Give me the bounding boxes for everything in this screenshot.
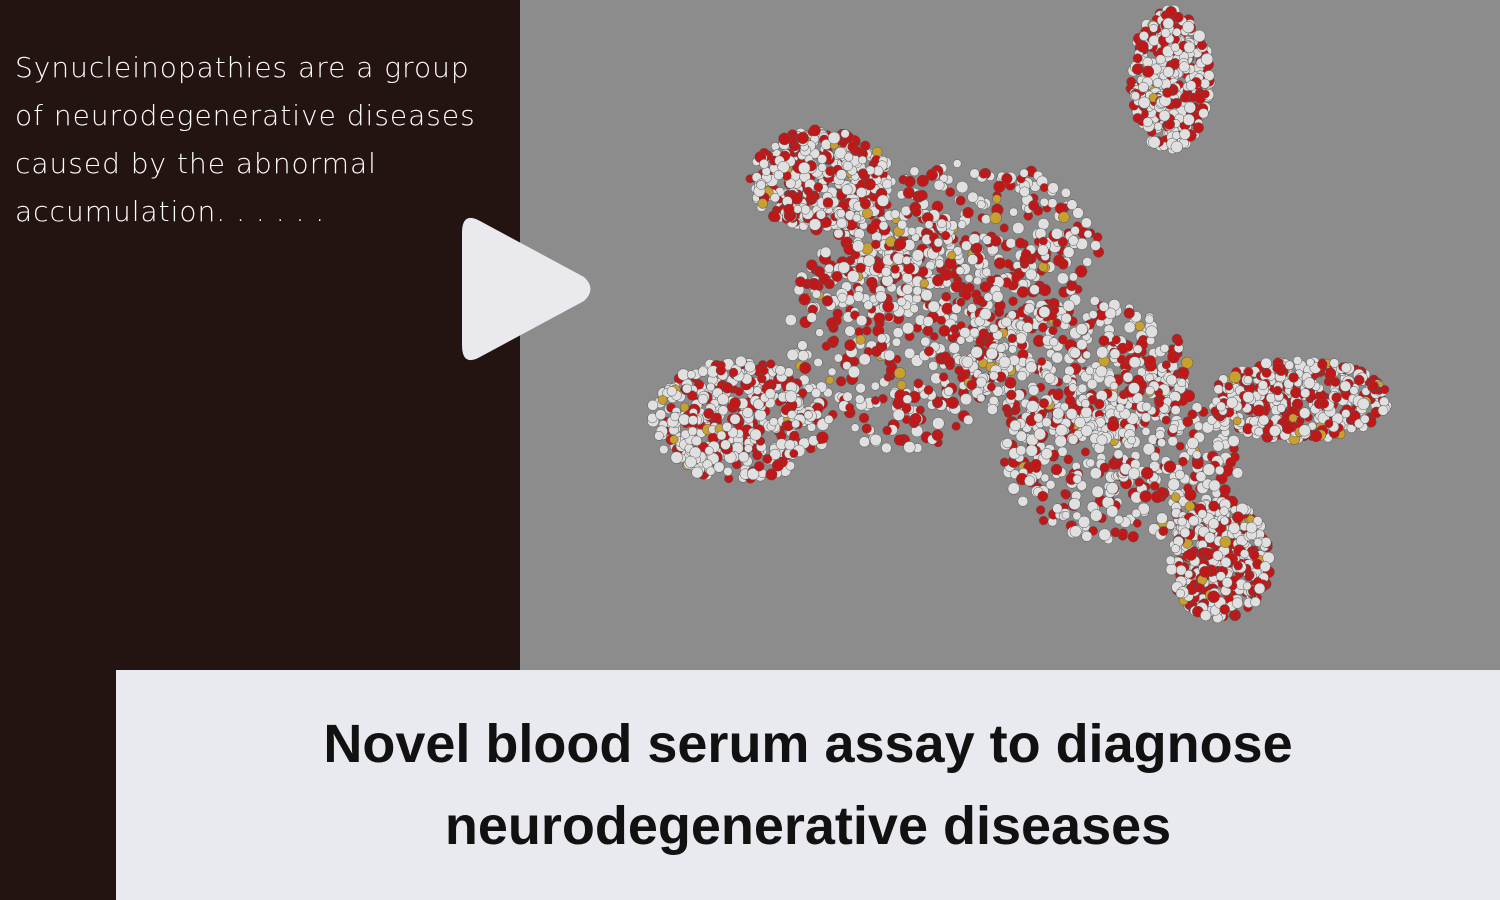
title-banner: Novel blood serum assay to diagnose neur… bbox=[116, 670, 1500, 900]
article-title: Novel blood serum assay to diagnose neur… bbox=[323, 714, 1293, 856]
intro-text: Synucleinopathies are a group of neurode… bbox=[15, 51, 476, 228]
protein-molecule-image bbox=[520, 0, 1500, 670]
molecule-illustration bbox=[647, 4, 1392, 624]
play-icon[interactable] bbox=[462, 213, 597, 365]
